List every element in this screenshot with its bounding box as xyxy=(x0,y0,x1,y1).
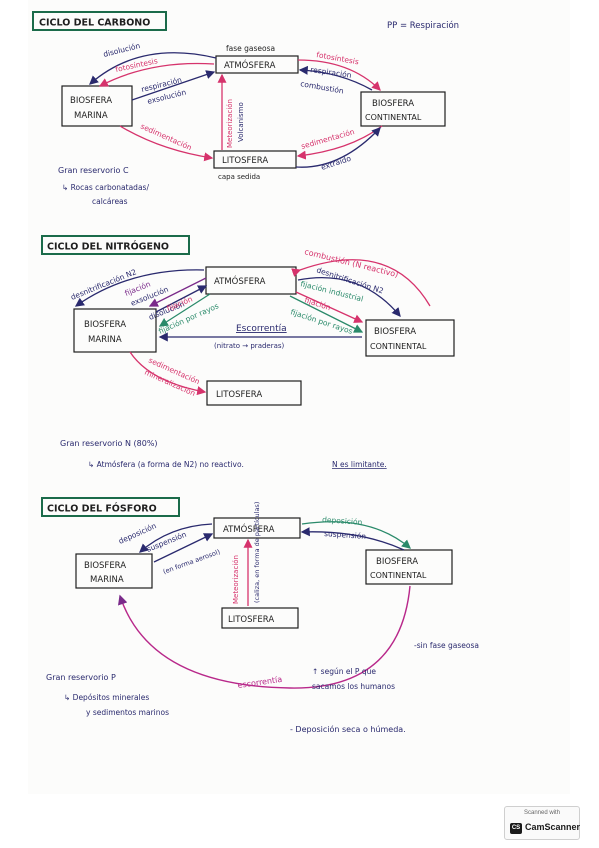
phosphorus-arrow-deposicion-continental: deposición xyxy=(322,515,363,527)
phosphorus-arrow-suspension-detail: (en forma aerosol) xyxy=(162,548,221,576)
phosphorus-reservorio: Gran reservorio P xyxy=(46,673,116,682)
carbon-node-atmosfera xyxy=(215,55,299,74)
nitrogen-reservorio-detail-2: N es limitante. xyxy=(332,460,387,469)
phosphorus-node-litosfera xyxy=(221,607,299,629)
nitrogen-node-biosfera-marina xyxy=(73,308,157,353)
nitrogen-reservorio: Gran reservorio N (80%) xyxy=(60,439,158,448)
phosphorus-arrow-meteorizacion: Meteorización xyxy=(232,555,240,604)
nitrogen-escorrentia: Escorrentía xyxy=(236,324,287,334)
nitrogen-node-atmosfera-label: ATMÓSFERA xyxy=(214,275,266,287)
carbon-node-biosfera-continental xyxy=(360,91,446,127)
phosphorus-node-atmosfera xyxy=(213,517,301,539)
phosphorus-title-box xyxy=(41,497,180,517)
notebook-sheet xyxy=(28,0,570,794)
phosphorus-escorrentia-detail-1: ↑ según el P que xyxy=(312,667,376,676)
phosphorus-node-biosfera-continental xyxy=(365,549,453,585)
nitrogen-cycle-section: CICLO DEL NITRÓGENO ATMÓSFERA BIOSFERA M… xyxy=(41,235,455,469)
carbon-node-biosfera-marina-label-1: BIOSFERA xyxy=(70,96,112,106)
carbon-reservorio: Gran reservorio C xyxy=(58,166,129,175)
phosphorus-node-litosfera-label: LITOSFERA xyxy=(228,615,274,625)
phosphorus-reservorio-detail-2: y sedimentos marinos xyxy=(86,708,169,717)
nitrogen-title-box xyxy=(41,235,190,255)
carbon-arrow-meteorizacion: Meteorización xyxy=(226,99,234,148)
pp-note: PP = Respiración xyxy=(387,20,459,31)
carbon-reservorio-detail-2: calcáreas xyxy=(92,197,128,206)
nitrogen-node-biosfera-continental-label-2: CONTINENTAL xyxy=(370,342,427,351)
carbon-arrow-extraido: extraído xyxy=(320,154,353,172)
phosphorus-node-biosfera-continental-label-2: CONTINENTAL xyxy=(370,571,427,580)
scanner-caption: Scanned with xyxy=(523,810,561,816)
phosphorus-node-atmosfera-label: ATMÓSFERA xyxy=(223,523,275,535)
carbon-node-litosfera-label: LITOSFERA xyxy=(222,156,268,166)
phosphorus-node-biosfera-marina-label-1: BIOSFERA xyxy=(84,561,126,571)
nitrogen-node-litosfera-label: LITOSFERA xyxy=(216,390,262,400)
carbon-node-atmosfera-label: ATMÓSFERA xyxy=(224,59,276,71)
camscanner-badge: Scanned with CS CamScanner xyxy=(504,806,580,840)
nitrogen-node-biosfera-marina-label-2: MARINA xyxy=(88,335,122,345)
carbon-title-box xyxy=(32,11,167,31)
phosphorus-node-biosfera-marina xyxy=(75,553,153,589)
carbon-node-biosfera-continental-label-1: BIOSFERA xyxy=(372,99,414,109)
camscanner-logo-icon: CS xyxy=(510,823,522,834)
scanner-brand: CamScanner xyxy=(525,822,581,832)
phosphorus-arrow-meteorizacion-detail: (caliza, en forma de partículas) xyxy=(253,502,261,603)
nitrogen-node-litosfera xyxy=(206,380,302,406)
phosphorus-node-biosfera-continental-label-1: BIOSFERA xyxy=(376,557,418,567)
phosphorus-reservorio-detail-1: ↳ Depósitos minerales xyxy=(64,693,149,702)
nitrogen-node-biosfera-continental-label-1: BIOSFERA xyxy=(374,327,416,337)
carbon-arrow-sedimentacion-continental: sedimentación xyxy=(300,127,356,151)
carbon-capa-sedida: capa sedida xyxy=(218,173,260,181)
carbon-arrow-volcanismo: Volcanismo xyxy=(237,102,245,142)
nitrogen-node-biosfera-continental xyxy=(365,319,455,357)
carbon-node-biosfera-marina-label-2: MARINA xyxy=(74,111,108,121)
carbon-node-litosfera xyxy=(213,150,297,169)
carbon-arrow-combustion: combustión xyxy=(300,79,345,96)
carbon-cycle-section: CICLO DEL CARBONO PP = Respiración ATMÓS… xyxy=(32,11,459,206)
phosphorus-arrow-suspension-marina: suspensión xyxy=(145,530,188,554)
nitrogen-reservorio-detail-1: ↳ Atmósfera (a forma de N2) no reactivo. xyxy=(88,460,244,469)
phosphorus-arrow-suspension-continental: suspensión xyxy=(324,529,367,541)
carbon-arrow-fotosintesis-continental: fotosíntesis xyxy=(316,50,360,66)
carbon-arrow-disolucion: disolución xyxy=(102,41,141,59)
carbon-fase-gaseosa: fase gaseosa xyxy=(226,44,275,53)
nitrogen-title: CICLO DEL NITRÓGENO xyxy=(47,241,169,253)
phosphorus-node-biosfera-marina-label-2: MARINA xyxy=(90,575,124,585)
phosphorus-escorrentia-detail-2: sacamos los humanos xyxy=(312,682,395,691)
phosphorus-cycle-section: CICLO DEL FÓSFORO ATMÓSFERA BIOSFERA MAR… xyxy=(41,497,479,734)
carbon-title: CICLO DEL CARBONO xyxy=(39,18,150,29)
nitrogen-node-biosfera-marina-label-1: BIOSFERA xyxy=(84,320,126,330)
carbon-node-biosfera-marina xyxy=(61,85,133,127)
phosphorus-title: CICLO DEL FÓSFORO xyxy=(47,503,157,515)
nitrogen-node-atmosfera xyxy=(205,266,297,295)
carbon-arrow-respiracion-continental: respiración xyxy=(310,65,353,80)
phosphorus-deposicion-note: - Deposición seca o húmeda. xyxy=(290,724,406,734)
phosphorus-sin-fase: -sin fase gaseosa xyxy=(414,641,479,650)
carbon-reservorio-detail-1: ↳ Rocas carbonatadas/ xyxy=(62,183,149,192)
nitrogen-escorrentia-detail: (nitrato → praderas) xyxy=(214,342,285,350)
carbon-node-biosfera-continental-label-2: CONTINENTAL xyxy=(365,113,422,122)
